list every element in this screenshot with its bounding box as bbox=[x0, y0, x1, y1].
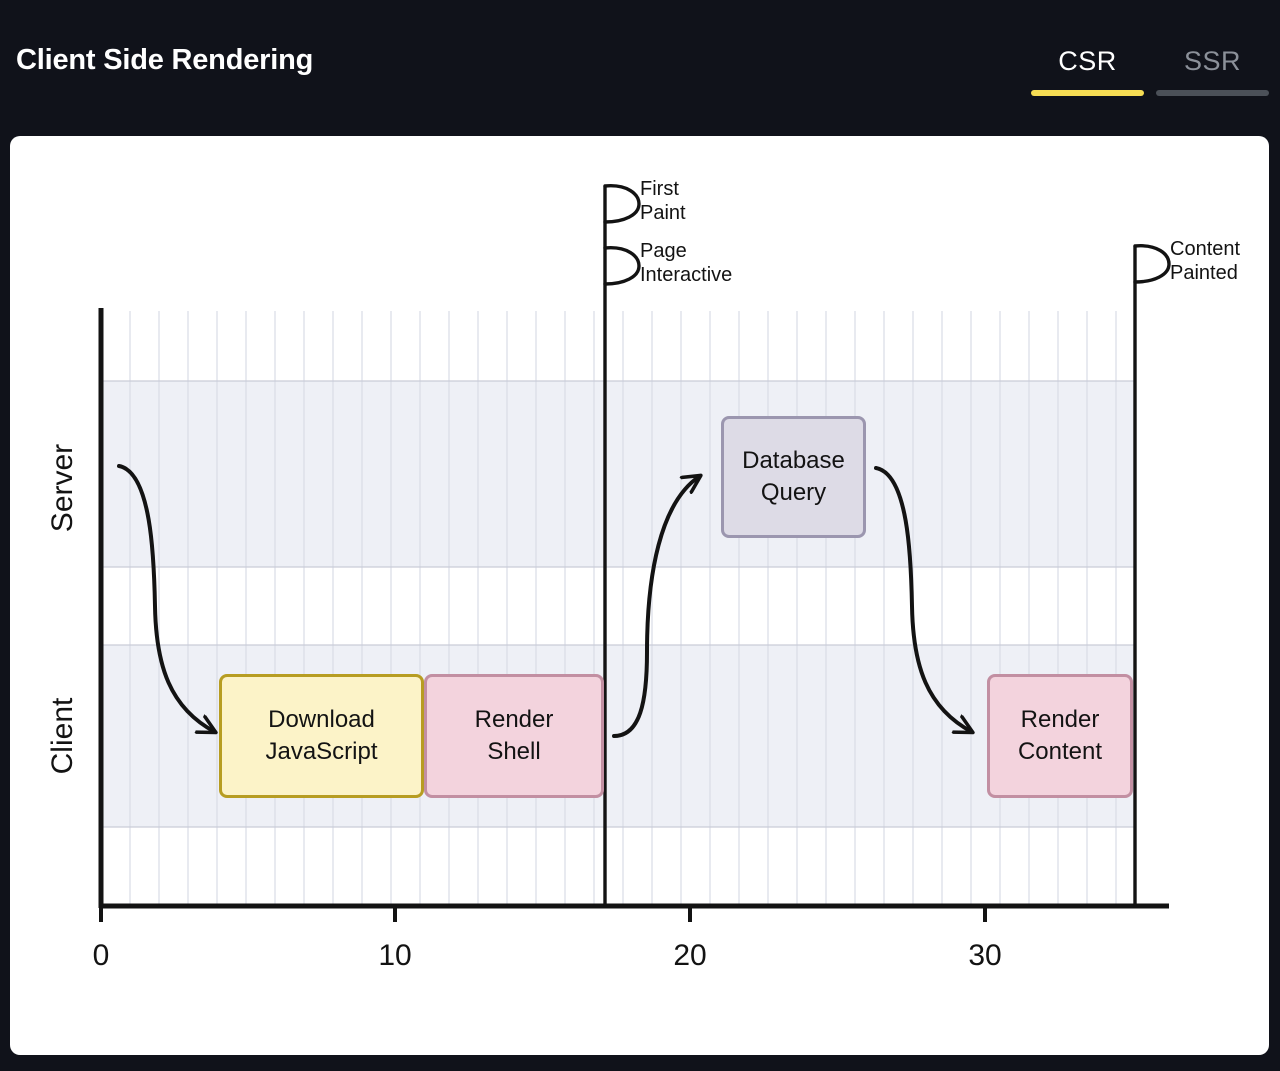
arrow-shell-to-database bbox=[612, 476, 700, 738]
x-tick-label-0: 0 bbox=[92, 939, 110, 972]
flag-content-painted-icon bbox=[1133, 244, 1171, 284]
app-header: Client Side Rendering CSR SSR bbox=[0, 0, 1280, 136]
tab-ssr-underline bbox=[1156, 90, 1269, 96]
milestone-label-page-interactive: Page Interactive bbox=[640, 240, 733, 286]
grid-horizontal bbox=[101, 380, 1135, 828]
task-box-database-query[interactable]: Database Query bbox=[721, 416, 866, 538]
task-box-render-content[interactable]: Render Content bbox=[987, 674, 1133, 798]
arrow-database-to-content bbox=[874, 466, 972, 732]
lane-label-client: Client bbox=[46, 697, 79, 775]
milestone-label-first-paint: First Paint bbox=[640, 178, 686, 224]
tab-csr[interactable]: CSR bbox=[1031, 44, 1144, 96]
render-mode-tabs: CSR SSR bbox=[1031, 44, 1269, 96]
task-box-render-shell[interactable]: Render Shell bbox=[424, 674, 604, 798]
x-tick-label-20: 20 bbox=[673, 939, 707, 972]
timeline-card: Server Client 0 10 20 30 First Paint Pag… bbox=[10, 136, 1269, 1055]
x-tick-label-10: 10 bbox=[378, 939, 412, 972]
lane-label-server: Server bbox=[46, 443, 79, 533]
tab-csr-label: CSR bbox=[1058, 46, 1117, 76]
task-box-download-javascript[interactable]: Download JavaScript bbox=[219, 674, 424, 798]
flag-page-interactive-icon bbox=[603, 246, 641, 286]
rendering-timeline-chart: Server Client 0 10 20 30 First Paint Pag… bbox=[10, 136, 1269, 1055]
page-title: Client Side Rendering bbox=[16, 44, 314, 76]
x-tick-label-30: 30 bbox=[968, 939, 1002, 972]
milestone-label-content-painted: Content Painted bbox=[1170, 238, 1241, 284]
tab-ssr-label: SSR bbox=[1183, 46, 1242, 76]
tab-ssr[interactable]: SSR bbox=[1156, 44, 1269, 96]
grid-vertical-minor bbox=[129, 311, 1117, 905]
flag-first-paint-icon bbox=[603, 184, 641, 224]
x-tick-marks bbox=[99, 906, 987, 922]
arrow-origin-to-download bbox=[117, 464, 215, 732]
tab-csr-underline bbox=[1031, 90, 1144, 96]
